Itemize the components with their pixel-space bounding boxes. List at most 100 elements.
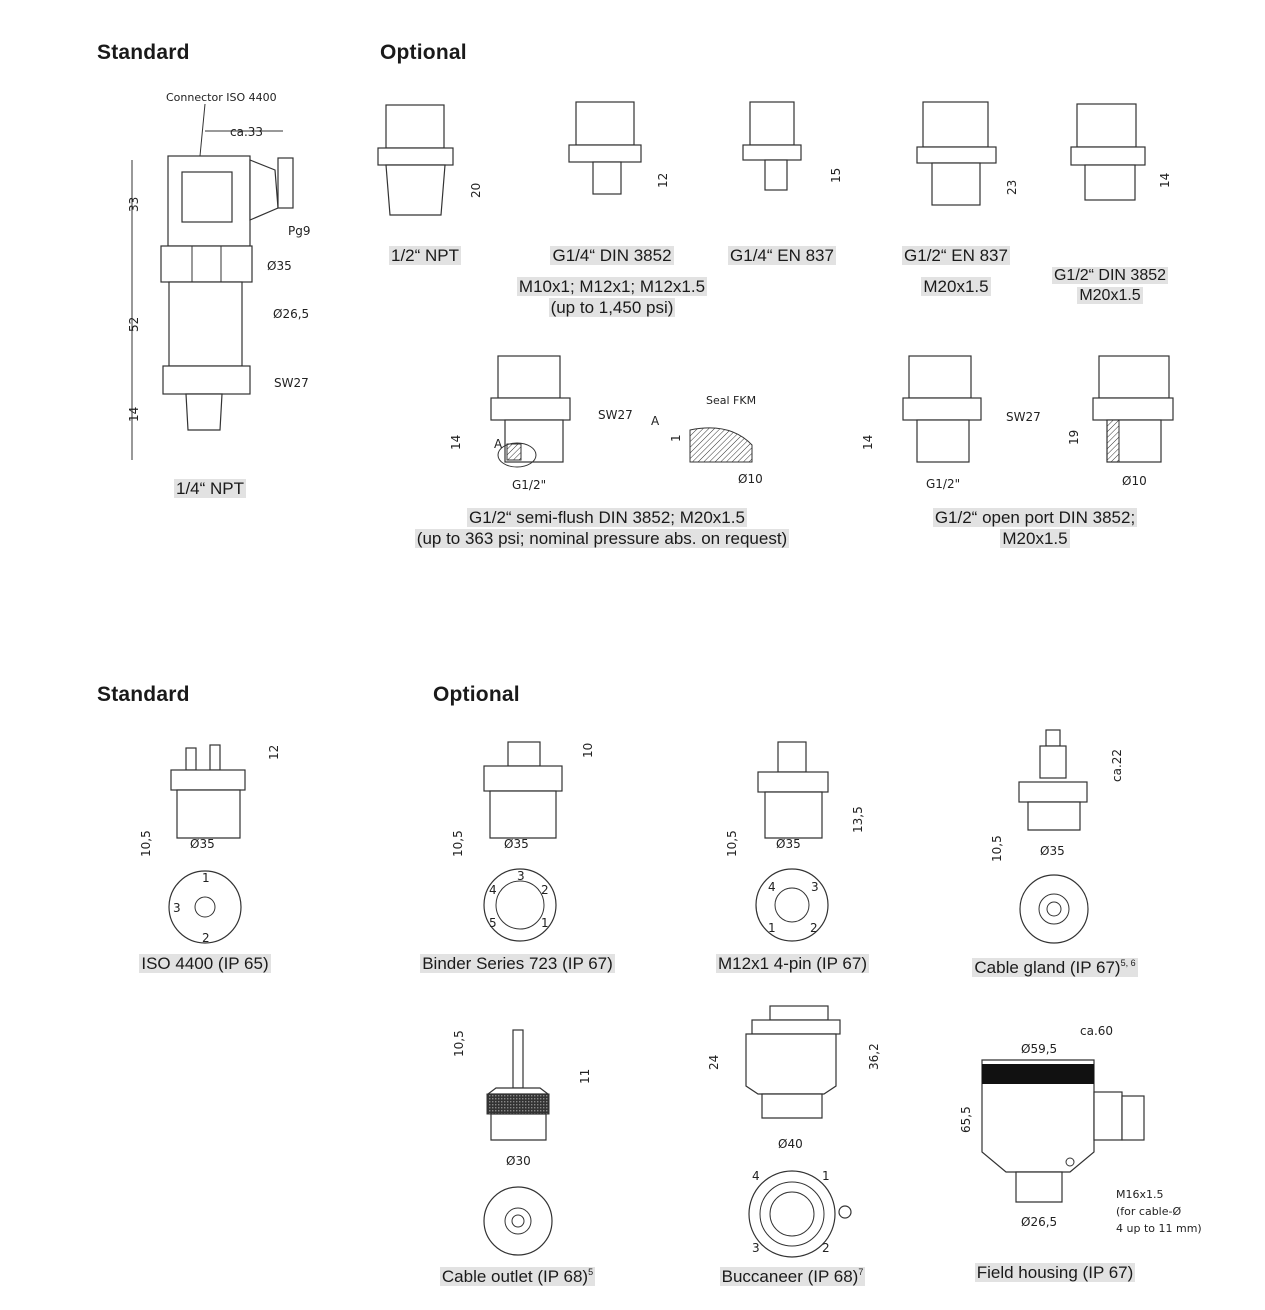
heading-standard-bottom: Standard [97, 683, 190, 706]
svg-text:M16x1.5: M16x1.5 [1116, 1188, 1164, 1201]
svg-text:15: 15 [829, 168, 843, 183]
svg-text:65,5: 65,5 [959, 1106, 973, 1133]
svg-text:G1/2": G1/2" [926, 477, 960, 491]
cable-outlet-drawing: 10,5 11 Ø30 [452, 1029, 592, 1256]
svg-text:19: 19 [1067, 430, 1081, 445]
caption-buccaneer: Buccaneer (IP 68)7 [719, 1267, 866, 1286]
svg-text:Ø26,5: Ø26,5 [1021, 1215, 1057, 1229]
caption-g14-din-sub2: (up to 1,450 psi) [548, 298, 676, 317]
caption-m12: M12x1 4-pin (IP 67) [716, 954, 869, 973]
svg-text:14: 14 [861, 435, 875, 450]
svg-text:20: 20 [469, 183, 483, 198]
svg-text:1: 1 [768, 921, 776, 935]
caption-semi-flush-1: G1/2“ semi-flush DIN 3852; M20x1.5 [467, 508, 747, 527]
buccaneer-drawing: 24 36,2 Ø40 4 1 3 2 [707, 1005, 881, 1258]
caption-g12-din-sub: M20x1.5 [1077, 287, 1143, 304]
svg-text:4: 4 [752, 1169, 760, 1183]
svg-text:SW27: SW27 [274, 376, 309, 390]
svg-text:3: 3 [811, 880, 819, 894]
binder-drawing: 10 10,5 Ø35 3 2 1 4 5 [451, 741, 595, 942]
svg-text:4 up to 11 mm): 4 up to 11 mm) [1116, 1222, 1202, 1235]
svg-text:2: 2 [822, 1241, 830, 1255]
svg-text:A: A [651, 414, 660, 428]
svg-text:3: 3 [752, 1241, 760, 1255]
svg-text:SW27: SW27 [1006, 410, 1041, 424]
svg-text:10,5: 10,5 [139, 830, 153, 857]
svg-text:G1/2": G1/2" [512, 478, 546, 492]
svg-text:Ø30: Ø30 [506, 1154, 531, 1168]
svg-text:10,5: 10,5 [990, 835, 1004, 862]
svg-text:SW27: SW27 [598, 408, 633, 422]
svg-text:1: 1 [202, 871, 210, 885]
svg-text:A: A [494, 437, 503, 451]
svg-text:14: 14 [127, 407, 141, 422]
svg-text:2: 2 [810, 921, 818, 935]
svg-text:3: 3 [173, 901, 181, 915]
caption-open-port-2: M20x1.5 [1000, 529, 1070, 548]
svg-text:23: 23 [1005, 180, 1019, 195]
svg-text:ca.33: ca.33 [230, 125, 263, 139]
svg-text:36,2: 36,2 [867, 1043, 881, 1070]
svg-text:10,5: 10,5 [452, 1030, 466, 1057]
caption-binder: Binder Series 723 (IP 67) [420, 954, 615, 973]
caption-g14-din: G1/4“ DIN 3852 [550, 246, 674, 265]
heading-optional-top: Optional [380, 41, 467, 64]
optional-process-drawings: 20 12 15 23 14 [377, 101, 1172, 216]
caption-cable-gland: Cable gland (IP 67)5, 6 [972, 958, 1138, 977]
caption-g12-en-sub: M20x1.5 [921, 277, 991, 296]
field-housing-drawing: ca.60 Ø59,5 65,5 Ø26,5 M16x1.5 (for cabl… [959, 1024, 1202, 1235]
caption-half-npt: 1/2“ NPT [388, 246, 462, 265]
caption-cable-outlet: Cable outlet (IP 68)5 [439, 1267, 596, 1286]
heading-standard-top: Standard [97, 41, 190, 64]
caption-g12-en: G1/2“ EN 837 [902, 246, 1010, 265]
heading-optional-bottom: Optional [433, 683, 520, 706]
caption-iso4400: ISO 4400 (IP 65) [139, 954, 271, 973]
svg-text:Ø10: Ø10 [738, 472, 763, 486]
svg-text:10: 10 [581, 743, 595, 758]
svg-text:3: 3 [517, 869, 525, 883]
svg-text:Pg9: Pg9 [288, 224, 311, 238]
svg-text:14: 14 [1158, 173, 1172, 188]
m12-drawing: 13,5 10,5 Ø35 4 3 1 2 [725, 741, 865, 942]
caption-g12-din: G1/2“ DIN 3852 [1051, 267, 1169, 284]
connector-label: Connector ISO 4400 [166, 91, 277, 104]
svg-text:12: 12 [267, 745, 281, 760]
svg-text:11: 11 [578, 1069, 592, 1084]
svg-text:Seal FKM: Seal FKM [706, 394, 756, 407]
svg-text:33: 33 [127, 197, 141, 212]
open-port-drawing: SW27 14 G1/2" 19 Ø10 [861, 355, 1174, 491]
svg-text:14: 14 [449, 435, 463, 450]
cable-gland-drawing: ca.22 10,5 Ø35 [990, 729, 1124, 944]
caption-g14-din-sub1: M10x1; M12x1; M12x1.5 [516, 277, 708, 296]
svg-text:4: 4 [768, 880, 776, 894]
semi-flush-drawing: SW27 14 A G1/2" Seal FKM A 1 Ø10 [449, 355, 763, 492]
caption-open-port-1: G1/2“ open port DIN 3852; [932, 508, 1138, 527]
svg-text:Ø35: Ø35 [776, 837, 801, 851]
svg-text:Ø59,5: Ø59,5 [1021, 1042, 1057, 1056]
svg-text:ca.22: ca.22 [1110, 749, 1124, 782]
svg-text:4: 4 [489, 883, 497, 897]
svg-text:(for cable-Ø: (for cable-Ø [1116, 1205, 1181, 1218]
svg-text:1: 1 [822, 1169, 830, 1183]
svg-text:24: 24 [707, 1055, 721, 1070]
iso4400-drawing: 12 10,5 Ø35 1 2 3 [139, 744, 281, 945]
caption-field-housing: Field housing (IP 67) [974, 1263, 1136, 1282]
svg-text:12: 12 [656, 173, 670, 188]
svg-text:Ø35: Ø35 [267, 259, 292, 273]
svg-text:1: 1 [669, 434, 683, 442]
svg-text:ca.60: ca.60 [1080, 1024, 1113, 1038]
svg-text:2: 2 [202, 931, 210, 945]
svg-text:13,5: 13,5 [851, 806, 865, 833]
caption-standard-npt: 1/4“ NPT [173, 479, 247, 498]
svg-text:52: 52 [127, 317, 141, 332]
svg-text:5: 5 [489, 916, 497, 930]
svg-text:Ø10: Ø10 [1122, 474, 1147, 488]
caption-g14-en: G1/4“ EN 837 [728, 246, 836, 265]
svg-text:Ø35: Ø35 [504, 837, 529, 851]
svg-text:10,5: 10,5 [451, 830, 465, 857]
svg-text:2: 2 [541, 883, 549, 897]
svg-text:Ø35: Ø35 [1040, 844, 1065, 858]
svg-text:10,5: 10,5 [725, 830, 739, 857]
svg-text:Ø26,5: Ø26,5 [273, 307, 309, 321]
